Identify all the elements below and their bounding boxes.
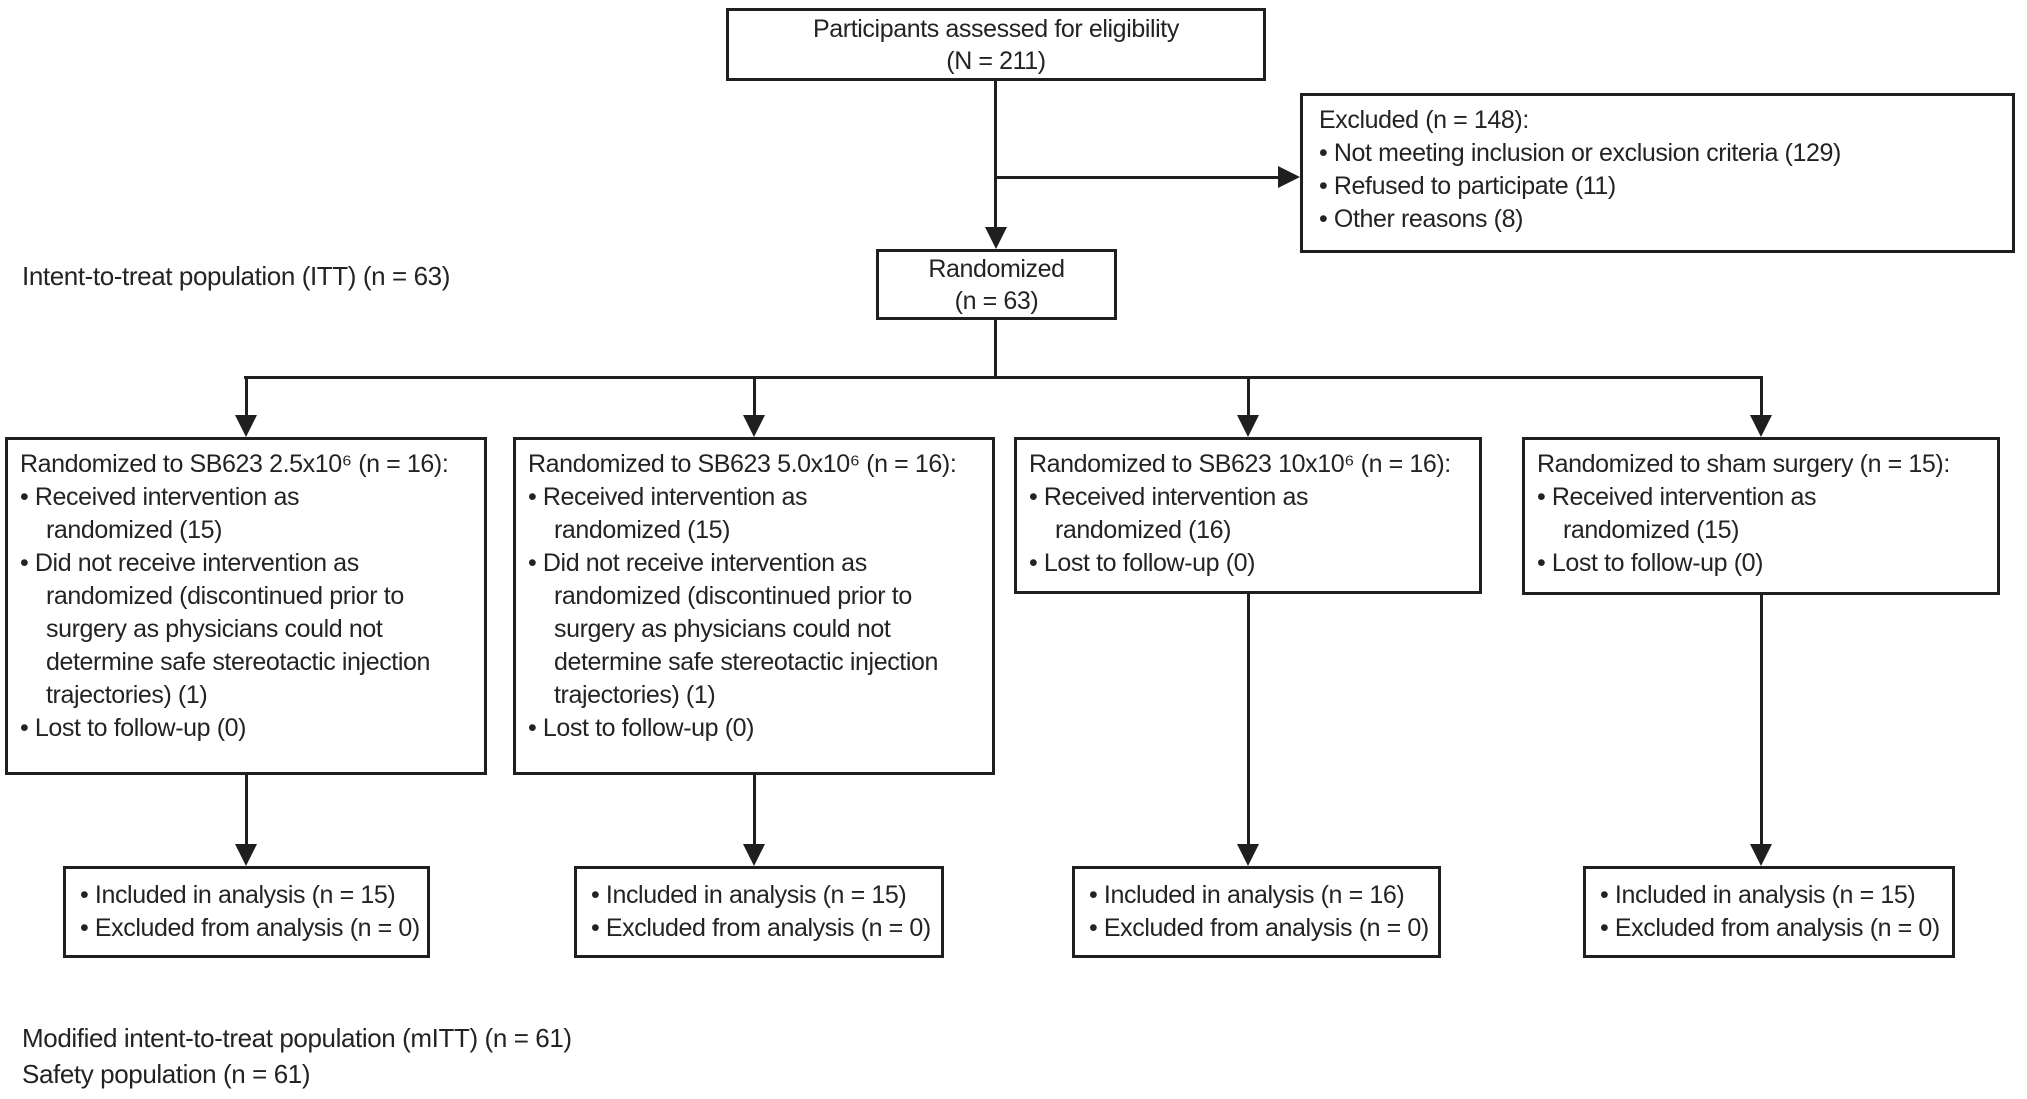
flow-line-split: [244, 376, 1763, 379]
flow-line-to-excluded: [994, 176, 1279, 179]
arm-box-sb623-2-5: Randomized to SB623 2.5x10⁶ (n = 16): • …: [5, 437, 487, 775]
arrowhead-down-arm3-icon: [1237, 415, 1259, 437]
arrowhead-down-arm4-icon: [1750, 415, 1772, 437]
analysis-item: • Included in analysis (n = 16): [1089, 881, 1405, 909]
analysis-item: • Included in analysis (n = 15): [1600, 881, 1916, 909]
arrowhead-down-arm1-icon: [235, 415, 257, 437]
arm-item: • Received intervention as randomized (1…: [1029, 483, 1309, 544]
arrowhead-down-arm2-icon: [743, 415, 765, 437]
flow-line-drop-arm1: [245, 376, 248, 416]
randomized-box-line2: (n = 63): [954, 286, 1039, 315]
flow-line-drop-arm2: [753, 376, 756, 416]
mitt-population-label: Modified intent-to-treat population (mIT…: [22, 1023, 572, 1053]
arm-box-sb623-10: Randomized to SB623 10x10⁶ (n = 16): • R…: [1014, 437, 1482, 594]
arm-item: • Received intervention as randomized (1…: [528, 483, 808, 544]
eligibility-box-line2: (N = 211): [946, 46, 1046, 75]
excluded-box-item: • Not meeting inclusion or exclusion cri…: [1319, 139, 1841, 167]
flow-line-eligibility-to-randomized: [994, 81, 997, 229]
flow-line-arm2-analysis: [753, 775, 756, 845]
analysis-box-1: • Included in analysis (n = 15) • Exclud…: [63, 866, 430, 958]
arm-item: • Did not receive intervention as random…: [528, 549, 939, 709]
randomized-box-line1: Randomized: [928, 254, 1065, 283]
arm-item: • Lost to follow-up (0): [1537, 549, 1764, 577]
analysis-item: • Excluded from analysis (n = 0): [80, 914, 420, 942]
analysis-item: • Included in analysis (n = 15): [591, 881, 907, 909]
analysis-box-2: • Included in analysis (n = 15) • Exclud…: [574, 866, 944, 958]
flow-line-arm3-analysis: [1247, 594, 1250, 845]
arm-title: Randomized to SB623 10x10⁶ (n = 16):: [1029, 450, 1451, 478]
analysis-item: • Excluded from analysis (n = 0): [1089, 914, 1429, 942]
analysis-box-4: • Included in analysis (n = 15) • Exclud…: [1583, 866, 1955, 958]
arm-item: • Lost to follow-up (0): [528, 714, 755, 742]
excluded-box: Excluded (n = 148): • Not meeting inclus…: [1300, 93, 2015, 253]
arm-title: Randomized to SB623 5.0x10⁶ (n = 16):: [528, 450, 957, 478]
arm-box-sb623-5-0: Randomized to SB623 5.0x10⁶ (n = 16): • …: [513, 437, 995, 775]
arrowhead-down-analysis2-icon: [743, 844, 765, 866]
analysis-item: • Included in analysis (n = 15): [80, 881, 396, 909]
arm-title: Randomized to sham surgery (n = 15):: [1537, 450, 1950, 478]
flow-line-randomized-stub: [994, 320, 997, 378]
flow-line-arm4-analysis: [1760, 595, 1763, 845]
arm-item: • Lost to follow-up (0): [1029, 549, 1256, 577]
randomized-box: Randomized (n = 63): [876, 249, 1117, 320]
analysis-item: • Excluded from analysis (n = 0): [591, 914, 931, 942]
excluded-box-title: Excluded (n = 148):: [1319, 106, 1529, 134]
analysis-item: • Excluded from analysis (n = 0): [1600, 914, 1940, 942]
arrowhead-down-analysis4-icon: [1750, 844, 1772, 866]
itt-population-label: Intent-to-treat population (ITT) (n = 63…: [22, 261, 450, 291]
analysis-box-3: • Included in analysis (n = 16) • Exclud…: [1072, 866, 1441, 958]
arrowhead-down-randomized-icon: [985, 227, 1007, 249]
eligibility-box-line1: Participants assessed for eligibility: [813, 14, 1179, 43]
safety-population-label: Safety population (n = 61): [22, 1059, 311, 1089]
arrowhead-down-analysis1-icon: [235, 844, 257, 866]
excluded-box-item: • Other reasons (8): [1319, 205, 1524, 233]
arrowhead-down-analysis3-icon: [1237, 844, 1259, 866]
flow-line-drop-arm3: [1247, 376, 1250, 416]
arm-item: • Did not receive intervention as random…: [20, 549, 431, 709]
eligibility-box: Participants assessed for eligibility (N…: [726, 8, 1266, 81]
arm-item: • Lost to follow-up (0): [20, 714, 247, 742]
arm-title: Randomized to SB623 2.5x10⁶ (n = 16):: [20, 450, 449, 478]
flow-line-arm1-analysis: [245, 775, 248, 845]
flow-line-drop-arm4: [1760, 376, 1763, 416]
arm-item: • Received intervention as randomized (1…: [20, 483, 300, 544]
arm-item: • Received intervention as randomized (1…: [1537, 483, 1817, 544]
excluded-box-item: • Refused to participate (11): [1319, 172, 1616, 200]
arrowhead-right-excluded-icon: [1278, 166, 1300, 188]
arm-box-sham-surgery: Randomized to sham surgery (n = 15): • R…: [1522, 437, 2000, 595]
